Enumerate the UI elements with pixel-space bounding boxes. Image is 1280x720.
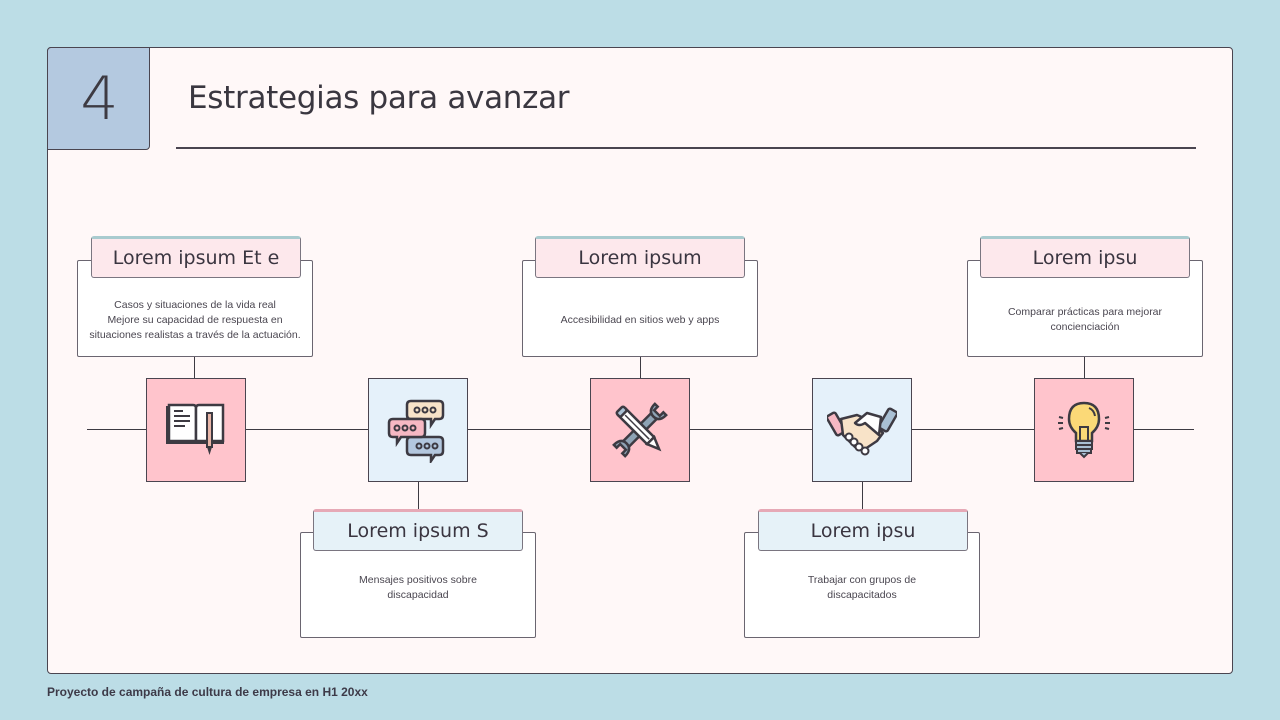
- step-1-title: Lorem ipsum Et e: [91, 236, 301, 278]
- chat-bubbles-icon: [387, 399, 445, 463]
- open-book-pencil-icon: [166, 403, 225, 455]
- step-1-info-box: Casos y situaciones de la vida real Mejo…: [77, 260, 313, 357]
- connector-3: [640, 357, 642, 379]
- slide-footer: Proyecto de campaña de cultura de empres…: [47, 685, 368, 699]
- step-2-line-2: discapacidad: [387, 589, 449, 601]
- step-4-line-2: discapacitados: [827, 589, 897, 601]
- step-1-line-2: Mejore su capacidad de respuesta en: [107, 314, 283, 326]
- step-4-title: Lorem ipsu: [758, 509, 968, 551]
- step-3-icon-box: [590, 378, 690, 482]
- slide-title: Estrategias para avanzar: [188, 80, 570, 116]
- handshake-icon: [827, 407, 897, 456]
- step-1-line-1: Casos y situaciones de la vida real: [114, 299, 276, 311]
- step-1-icon-box: [146, 378, 246, 482]
- step-5-icon-box: [1034, 378, 1134, 482]
- step-3-title: Lorem ipsum: [535, 236, 745, 278]
- connector-5: [1084, 357, 1086, 379]
- connector-4: [862, 481, 864, 509]
- step-2-icon-box: [368, 378, 468, 482]
- step-3-line-1: Accesibilidad en sitios web y apps: [560, 314, 720, 326]
- section-number-box: 4: [47, 47, 150, 150]
- connector-2: [418, 481, 420, 509]
- step-5-line-2: concienciación: [1050, 321, 1120, 333]
- step-2-line-1: Mensajes positivos sobre: [359, 574, 477, 586]
- wrench-pencil-icon: [612, 402, 668, 458]
- step-5-title: Lorem ipsu: [980, 236, 1190, 278]
- section-number: 4: [80, 63, 118, 134]
- step-2-title: Lorem ipsum S: [313, 509, 523, 551]
- step-4-line-1: Trabajar con grupos de: [807, 574, 917, 586]
- connector-1: [194, 357, 196, 379]
- step-1-line-3: situaciones realistas a través de la act…: [89, 329, 301, 341]
- step-5-line-1: Comparar prácticas para mejorar: [1007, 306, 1163, 318]
- title-underline: [176, 147, 1196, 149]
- lightbulb-icon: [1058, 401, 1110, 459]
- step-4-icon-box: [812, 378, 912, 482]
